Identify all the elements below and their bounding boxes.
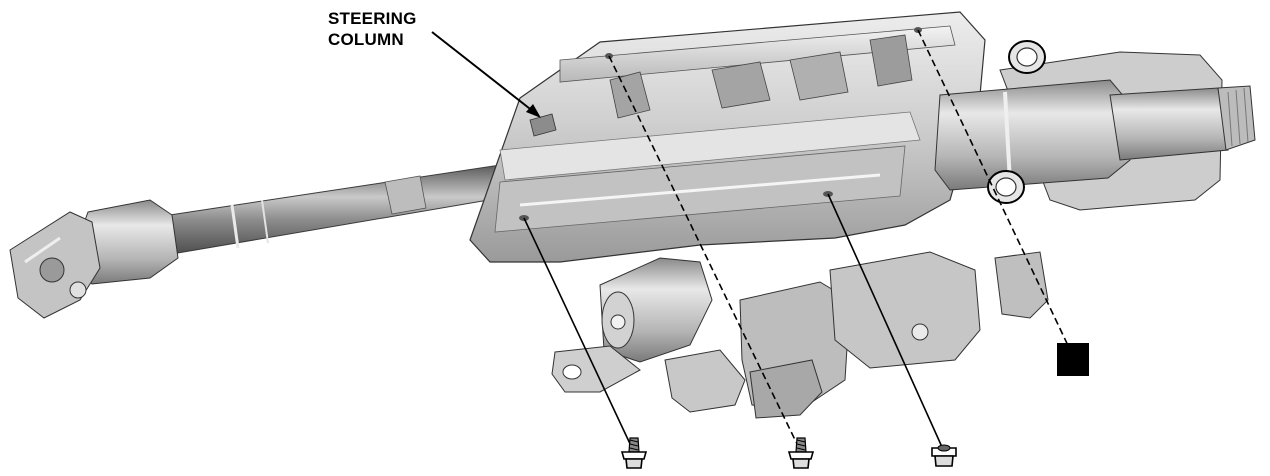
steering-column-callout: STEERING COLUMN (328, 8, 417, 50)
callout-line-2: COLUMN (328, 30, 404, 49)
mounting-bolt (620, 437, 648, 469)
dashed-line (917, 29, 1074, 357)
mounting-nut (931, 444, 957, 467)
steering-column-body (469, 11, 986, 263)
callout-arrow (431, 31, 541, 118)
rubber-bushing (1008, 40, 1046, 74)
upper-column-housing (934, 51, 1256, 211)
mounting-bolt (787, 437, 815, 469)
dashed-line (608, 55, 799, 447)
intermediate-shaft (149, 164, 513, 257)
rubber-bushing (987, 170, 1025, 204)
lower-bracket-assembly (739, 251, 1049, 419)
universal-joint (9, 199, 179, 319)
solid-line (827, 193, 943, 448)
alignment-lines (523, 29, 1074, 449)
reference-marker (1057, 343, 1089, 376)
callout-line-1: STEERING (328, 9, 417, 28)
solid-line (523, 217, 633, 449)
tilt-motor (551, 257, 746, 413)
